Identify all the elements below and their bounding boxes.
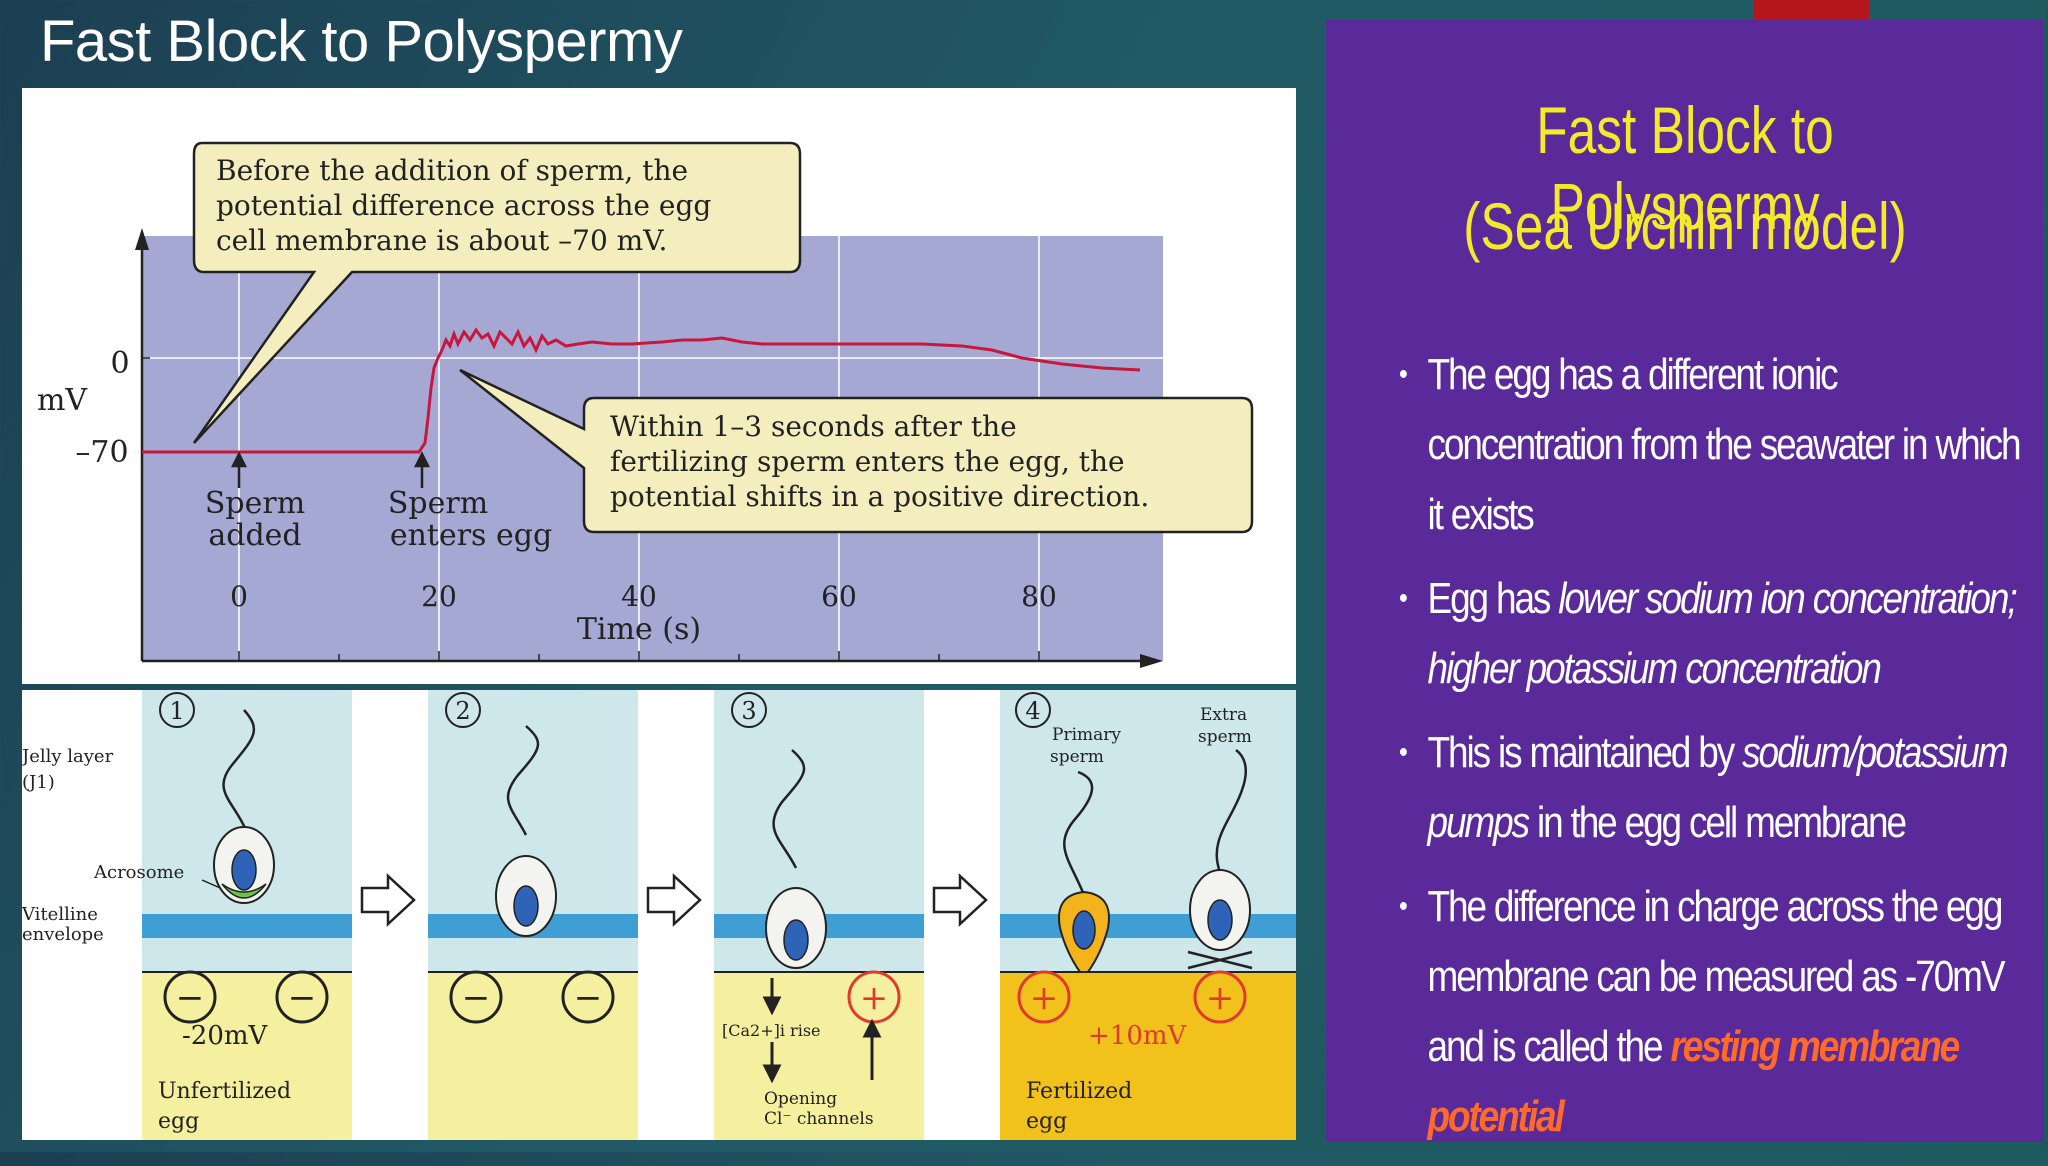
minus-sign-1a: − [176,978,205,1018]
step-number-1: 1 [169,697,184,725]
sperm-2 [495,725,557,937]
flow-arrow-1 [360,874,416,926]
sperm-enters-label-2: enters egg [390,518,552,553]
vitelline-label-1: Vitelline [22,904,98,925]
bullet-1-text: The egg has a different ionic concentrat… [1427,350,2022,539]
summary-panel: Fast Block to Polyspermy (Sea Urchin mod… [1326,20,2044,1142]
plus-sign-4a: + [1030,978,1059,1018]
step-number-2: 2 [455,697,470,725]
panel-1 [142,690,352,1140]
y-tick-0: 0 [110,346,129,381]
step1-voltage: -20mV [182,1021,269,1051]
panel-2 [428,690,638,1140]
sperm-enters-arrow [413,451,431,488]
sperm-added-label-2: added [208,518,301,553]
sperm-1 [213,709,275,904]
charge-signs: − − − − + + + [163,970,1247,1024]
extra-sperm-label-1: Extra [1200,705,1247,725]
membrane-potential-trace [142,327,1141,454]
slide-title: Fast Block to Polyspermy [40,9,683,74]
bullet-dot-icon: • [1398,736,1408,769]
bullet-dot-icon: • [1398,890,1408,923]
step3-channels-2: Cl⁻ channels [764,1109,874,1129]
x-tick-60: 60 [821,580,857,613]
bullet-3: • This is maintained by sodium/potassium… [1399,718,2032,858]
acrosome-label: Acrosome [93,862,184,883]
sperm-enters-label-1: Sperm [388,486,488,521]
panel-4 [1000,690,1296,1140]
step4-label-1: Fertilized [1026,1079,1132,1104]
bullet-2-emphasis: lower sodium ion concentration; higher p… [1427,574,2018,693]
jelly-layer-label-1: Jelly layer [22,746,114,767]
summary-title-line2: (Sea Urchin model) [1463,189,1907,263]
sperm-added-arrow [230,451,248,488]
step4-voltage: +10mV [1088,1021,1188,1051]
minus-sign-1b: − [288,978,317,1018]
y-axis-arrowhead [135,228,149,250]
callout-shift: Within 1–3 seconds after the fertilizing… [459,368,1254,534]
bullet-3-tail: in the egg cell membrane [1527,798,1907,847]
summary-title-line1: Fast Block to Polyspermy [1536,93,1834,243]
step-number-3: 3 [741,697,756,725]
y-axis-label: mV [37,383,88,418]
callout1-line1: Before the addition of sperm, the [216,154,688,187]
callout1-line3: cell membrane is about –70 mV. [216,224,667,257]
step-number-4: 4 [1025,697,1040,725]
plus-sign-3: + [860,978,889,1018]
bullet-1: • The egg has a different ionic concentr… [1399,340,2032,550]
primary-sperm-label-1: Primary [1052,725,1121,745]
vitelline-label-2: envelope [22,924,104,945]
minus-sign-2b: − [574,978,603,1018]
y-tick-neg70: –70 [75,435,128,470]
primary-sperm-label-2: sperm [1050,747,1104,767]
bullet-3-lead: This is maintained by [1427,728,1743,777]
jelly-layer-label-2: (J1) [22,772,55,793]
bullet-3-emphasis: sodium/potassium pumps [1427,728,2009,847]
panel3-arrows [762,978,882,1084]
step1-label-1: Unfertilized [158,1079,291,1104]
x-tick-40: 40 [621,580,657,613]
callout-resting: Before the addition of sperm, the potent… [192,141,802,444]
flow-arrow-3 [932,874,988,926]
extra-sperm-label-2: sperm [1198,727,1252,747]
bullet-dot-icon: • [1398,582,1408,615]
bullet-4-lead: The difference in charge across the egg … [1427,882,2006,1071]
callout2-line3: potential shifts in a positive direction… [610,480,1149,513]
bullet-2-lead: Egg has [1427,574,1559,623]
red-accent-tab [1754,0,1869,20]
x-tick-80: 80 [1021,580,1057,613]
fertilization-sequence-diagram: 1 2 3 4 Jelly layer (J1) Acrosome Vitell… [20,690,1296,1140]
minus-sign-2a: − [462,978,491,1018]
step3-channels-1: Opening [764,1089,837,1109]
sperm-3 [765,749,827,969]
callout2-line2: fertilizing sperm enters the egg, the [610,445,1125,478]
step4-label-2: egg [1026,1109,1067,1134]
bullet-4: • The difference in charge across the eg… [1399,872,2032,1152]
x-axis-label: Time (s) [577,612,701,647]
x-axis-arrowhead [1140,654,1163,668]
bullet-list: • The egg has a different ionic concentr… [1399,340,2022,1166]
step3-ca-label: [Ca2+]i rise [722,1021,821,1040]
callout1-line2: potential difference across the egg [216,189,711,222]
step1-label-2: egg [158,1109,199,1134]
step-numbers: 1 2 3 4 [159,692,1051,728]
resting-potential-highlight: resting membrane potential [1427,1022,1961,1141]
sperm-added-label-1: Sperm [205,486,305,521]
x-tick-20: 20 [421,580,457,613]
primary-sperm [1058,770,1110,973]
bullet-dot-icon: • [1398,358,1408,391]
x-tick-0: 0 [230,580,248,613]
extra-sperm [1187,749,1253,970]
callout2-line1: Within 1–3 seconds after the [610,410,1017,443]
plus-sign-4b: + [1206,978,1235,1018]
membrane-potential-graph: 0 –70 mV 0 20 40 60 80 Time (s) Sperm ad… [22,88,1296,684]
bullet-2: • Egg has lower sodium ion concentration… [1399,564,2032,704]
flow-arrow-2 [646,874,702,926]
